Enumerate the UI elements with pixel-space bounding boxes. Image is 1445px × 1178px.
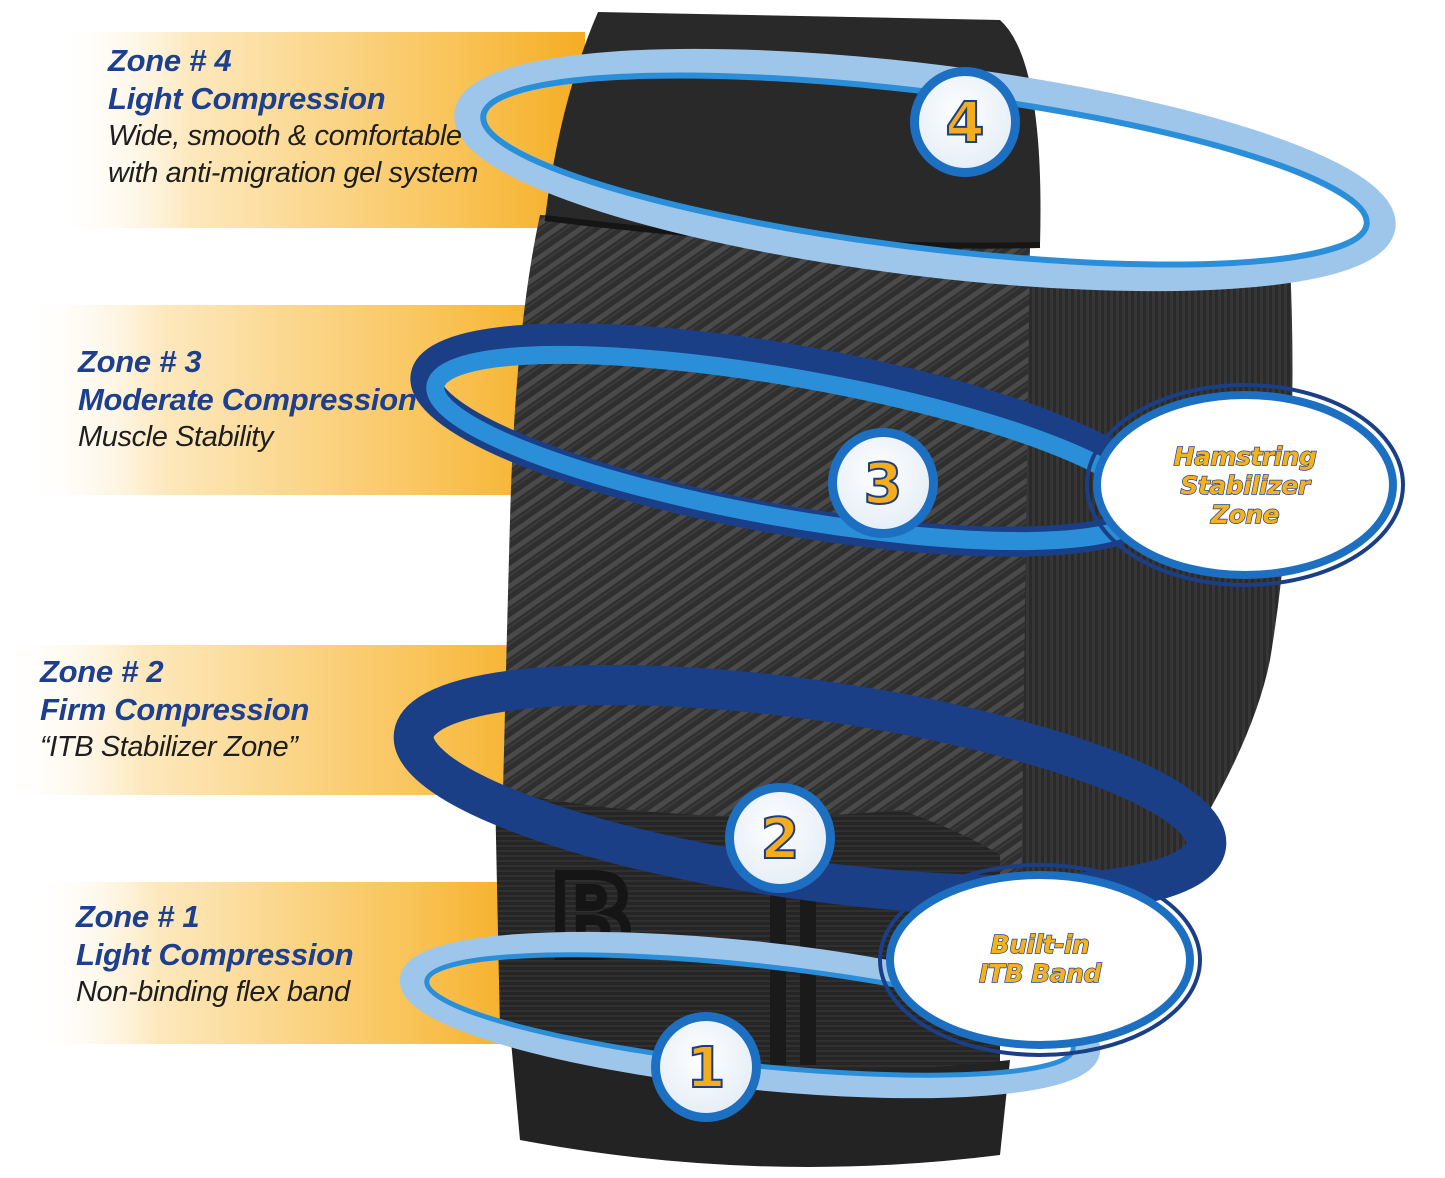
zone3-desc-line1: Muscle Stability [78, 421, 274, 453]
itb-callout-outline [878, 863, 1202, 1057]
zone1-label: Zone # 1 Light Compression Non-binding f… [76, 898, 354, 1011]
zone1-desc-line1: Non-binding flex band [76, 976, 350, 1008]
hamstring-callout-line2: Stabilizer [1180, 470, 1311, 500]
badge-zone-1-label: 1 [687, 1036, 726, 1101]
itb-callout-bubble [886, 871, 1194, 1049]
badge-zone-3: 3 [828, 428, 938, 538]
zone3-label: Zone # 3 Moderate Compression Muscle Sta… [78, 343, 417, 456]
zone4-label: Zone # 4 Light Compression Wide, smooth … [108, 42, 478, 192]
itb-callout-line1: Built-in [990, 929, 1091, 959]
badge-zone-4-label: 4 [946, 91, 985, 156]
zone2-desc-line1: “ITB Stabilizer Zone” [40, 731, 298, 763]
itb-callout-line2: ITB Band [978, 958, 1102, 988]
zone2-title: Zone # 2 [40, 654, 164, 689]
zone3-subtitle: Moderate Compression [78, 382, 417, 417]
badge-zone-2-label: 2 [761, 807, 800, 872]
badge-zone-4: 4 [910, 67, 1020, 177]
itb-callout-text: Built-in ITB Band [915, 929, 1165, 988]
hamstring-callout-line1: Hamstring [1173, 441, 1318, 471]
zone1-title: Zone # 1 [76, 899, 200, 934]
zone1-subtitle: Light Compression [76, 937, 354, 972]
zone2-label: Zone # 2 Firm Compression “ITB Stabilize… [40, 653, 309, 766]
zone4-subtitle: Light Compression [108, 81, 386, 116]
badge-zone-1: 1 [651, 1012, 761, 1122]
hamstring-callout-bubble [1093, 391, 1397, 579]
zone4-desc-line2: with anti-migration gel system [108, 157, 478, 189]
hamstring-callout-line3: Zone [1210, 499, 1280, 529]
itb-band-stripe-1 [770, 885, 786, 1065]
zone4-banner-bg [55, 32, 585, 228]
sleeve-logo: B [550, 853, 634, 981]
hamstring-callout-text: Hamstring Stabilizer Zone [1120, 441, 1370, 529]
zone3-title: Zone # 3 [78, 344, 202, 379]
zone2-subtitle: Firm Compression [40, 692, 310, 727]
badge-zone-2: 2 [725, 783, 835, 893]
badge-zone-3-label: 3 [864, 452, 903, 517]
zone4-title: Zone # 4 [108, 43, 232, 78]
hamstring-callout-outline [1085, 383, 1405, 587]
sleeve-body [500, 215, 1030, 994]
zone4-desc-line1: Wide, smooth & comfortable [108, 120, 462, 152]
